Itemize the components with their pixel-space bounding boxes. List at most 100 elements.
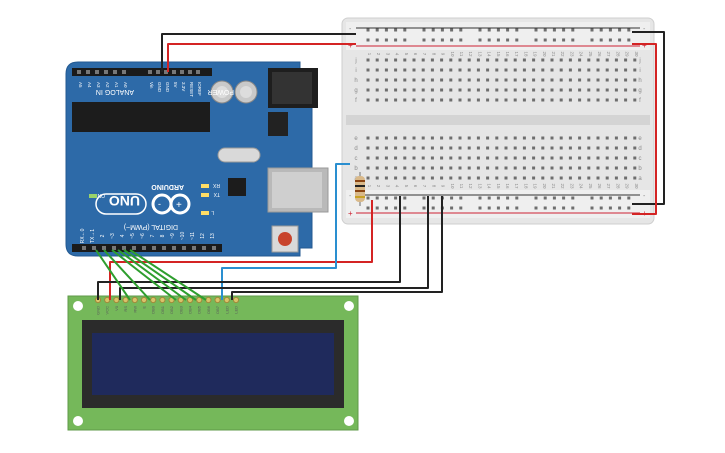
breadboard-hole[interactable]	[522, 58, 526, 62]
breadboard-hole[interactable]	[513, 88, 517, 92]
rail-hole[interactable]	[384, 28, 388, 32]
rail-hole[interactable]	[487, 28, 491, 32]
breadboard-hole[interactable]	[449, 166, 453, 170]
breadboard-hole[interactable]	[513, 136, 517, 140]
breadboard-hole[interactable]	[614, 176, 618, 180]
rail-hole[interactable]	[431, 196, 435, 200]
breadboard-hole[interactable]	[476, 156, 480, 160]
breadboard-hole[interactable]	[403, 68, 407, 72]
breadboard-hole[interactable]	[504, 98, 508, 102]
breadboard-hole[interactable]	[394, 146, 398, 150]
breadboard-hole[interactable]	[421, 166, 425, 170]
rail-hole[interactable]	[608, 196, 612, 200]
breadboard-hole[interactable]	[403, 78, 407, 82]
rail-hole[interactable]	[422, 206, 426, 210]
rail-hole[interactable]	[487, 206, 491, 210]
breadboard-hole[interactable]	[486, 176, 490, 180]
breadboard-hole[interactable]	[421, 146, 425, 150]
digital-pin[interactable]	[172, 246, 176, 250]
breadboard-hole[interactable]	[394, 136, 398, 140]
rail-hole[interactable]	[384, 206, 388, 210]
breadboard-hole[interactable]	[559, 156, 563, 160]
breadboard-hole[interactable]	[486, 58, 490, 62]
breadboard-hole[interactable]	[412, 156, 416, 160]
rail-hole[interactable]	[608, 206, 612, 210]
breadboard-hole[interactable]	[541, 146, 545, 150]
breadboard-hole[interactable]	[440, 68, 444, 72]
breadboard-hole[interactable]	[403, 58, 407, 62]
breadboard-hole[interactable]	[458, 98, 462, 102]
wire-rail-black-right[interactable]	[632, 31, 665, 205]
breadboard-hole[interactable]	[550, 78, 554, 82]
breadboard-hole[interactable]	[504, 78, 508, 82]
breadboard-hole[interactable]	[384, 176, 388, 180]
breadboard-hole[interactable]	[624, 136, 628, 140]
rail-hole[interactable]	[515, 206, 519, 210]
breadboard-hole[interactable]	[495, 58, 499, 62]
breadboard-hole[interactable]	[421, 88, 425, 92]
rail-hole[interactable]	[496, 38, 500, 42]
breadboard-hole[interactable]	[578, 98, 582, 102]
breadboard-hole[interactable]	[440, 166, 444, 170]
breadboard-hole[interactable]	[550, 166, 554, 170]
breadboard-hole[interactable]	[596, 88, 600, 92]
breadboard-hole[interactable]	[541, 58, 545, 62]
breadboard-hole[interactable]	[458, 176, 462, 180]
breadboard-hole[interactable]	[568, 166, 572, 170]
rail-hole[interactable]	[571, 38, 575, 42]
breadboard-hole[interactable]	[578, 78, 582, 82]
breadboard-hole[interactable]	[504, 176, 508, 180]
breadboard-hole[interactable]	[384, 98, 388, 102]
breadboard-hole[interactable]	[568, 68, 572, 72]
breadboard-hole[interactable]	[633, 146, 637, 150]
breadboard-hole[interactable]	[476, 78, 480, 82]
breadboard-hole[interactable]	[366, 146, 370, 150]
breadboard-hole[interactable]	[614, 166, 618, 170]
rail-hole[interactable]	[394, 196, 398, 200]
breadboard-hole[interactable]	[486, 98, 490, 102]
rail-hole[interactable]	[562, 28, 566, 32]
rail-hole[interactable]	[552, 196, 556, 200]
wire-gnd-black[interactable]	[161, 33, 356, 72]
breadboard-hole[interactable]	[532, 98, 536, 102]
breadboard-hole[interactable]	[440, 176, 444, 180]
breadboard-hole[interactable]	[430, 136, 434, 140]
rail-hole[interactable]	[590, 206, 594, 210]
breadboard-hole[interactable]	[394, 98, 398, 102]
rail-hole[interactable]	[590, 38, 594, 42]
breadboard-hole[interactable]	[513, 146, 517, 150]
breadboard-hole[interactable]	[430, 166, 434, 170]
rail-hole[interactable]	[403, 28, 407, 32]
breadboard-hole[interactable]	[495, 146, 499, 150]
breadboard-hole[interactable]	[467, 58, 471, 62]
digital-pin[interactable]	[102, 246, 106, 250]
breadboard-hole[interactable]	[624, 156, 628, 160]
rail-hole[interactable]	[394, 38, 398, 42]
rail-hole[interactable]	[478, 28, 482, 32]
breadboard-hole[interactable]	[421, 136, 425, 140]
breadboard-hole[interactable]	[467, 78, 471, 82]
power-pin[interactable]	[156, 70, 160, 74]
breadboard-hole[interactable]	[394, 166, 398, 170]
breadboard-hole[interactable]	[614, 98, 618, 102]
breadboard-hole[interactable]	[568, 176, 572, 180]
breadboard-hole[interactable]	[522, 156, 526, 160]
breadboard-hole[interactable]	[568, 146, 572, 150]
rail-hole[interactable]	[552, 28, 556, 32]
lcd-pin[interactable]	[113, 296, 120, 304]
breadboard-hole[interactable]	[440, 156, 444, 160]
power-pin[interactable]	[188, 70, 192, 74]
breadboard-hole[interactable]	[366, 176, 370, 180]
breadboard-hole[interactable]	[394, 58, 398, 62]
breadboard-hole[interactable]	[458, 146, 462, 150]
rail-hole[interactable]	[496, 196, 500, 200]
breadboard-hole[interactable]	[366, 156, 370, 160]
breadboard-hole[interactable]	[421, 176, 425, 180]
breadboard-hole[interactable]	[375, 78, 379, 82]
breadboard-hole[interactable]	[541, 166, 545, 170]
analog-pin[interactable]	[77, 70, 81, 74]
breadboard-hole[interactable]	[550, 98, 554, 102]
breadboard-hole[interactable]	[541, 156, 545, 160]
rail-hole[interactable]	[618, 206, 622, 210]
rail-hole[interactable]	[375, 196, 379, 200]
